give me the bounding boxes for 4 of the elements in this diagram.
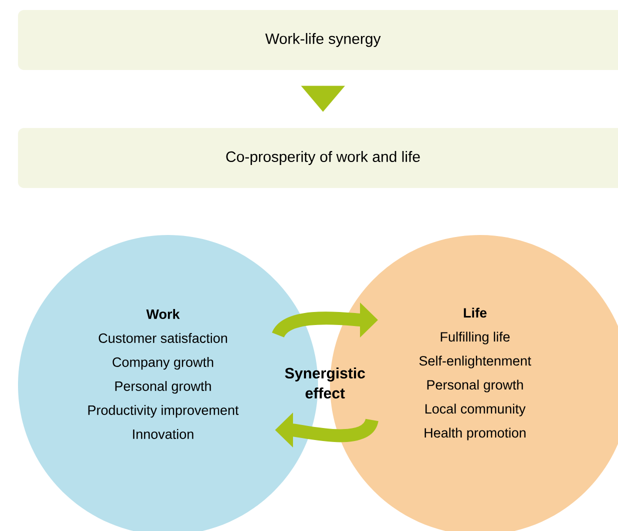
banner-box: Co-prosperity of work and life <box>18 128 618 188</box>
effect-label: Synergistic effect <box>285 368 365 398</box>
chevron-arrow <box>301 86 345 112</box>
banner-box: Work-life synergy <box>18 10 618 70</box>
